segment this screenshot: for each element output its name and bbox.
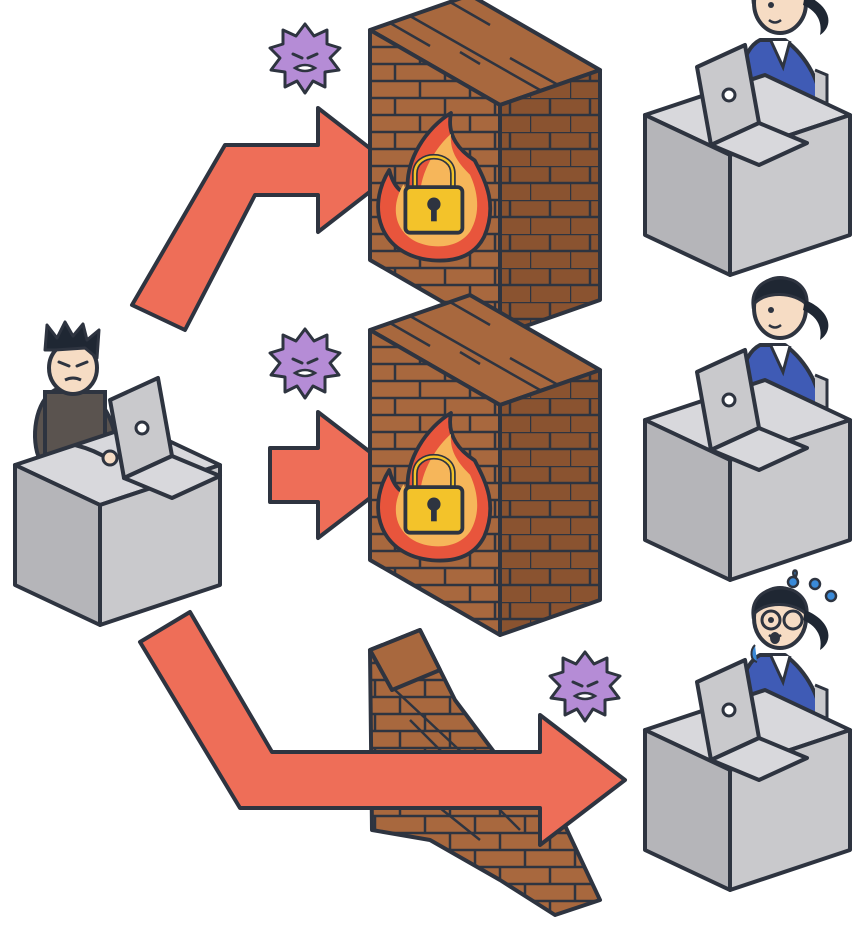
attack-arrow-bottom	[138, 610, 627, 847]
firewall-top	[368, 0, 602, 337]
virus-icon	[548, 650, 622, 723]
attack-arrow-middle	[268, 410, 402, 540]
user-middle	[643, 275, 852, 582]
attacker	[13, 320, 222, 627]
laptop-icon	[108, 376, 222, 500]
virus-icon	[268, 22, 342, 95]
user-top	[643, 0, 852, 277]
user-alarmed	[643, 569, 852, 892]
virus-icon	[268, 327, 342, 400]
sweat-drops-icon	[786, 569, 838, 603]
attack-arrow-top	[130, 106, 400, 332]
firewall-middle	[368, 293, 602, 637]
